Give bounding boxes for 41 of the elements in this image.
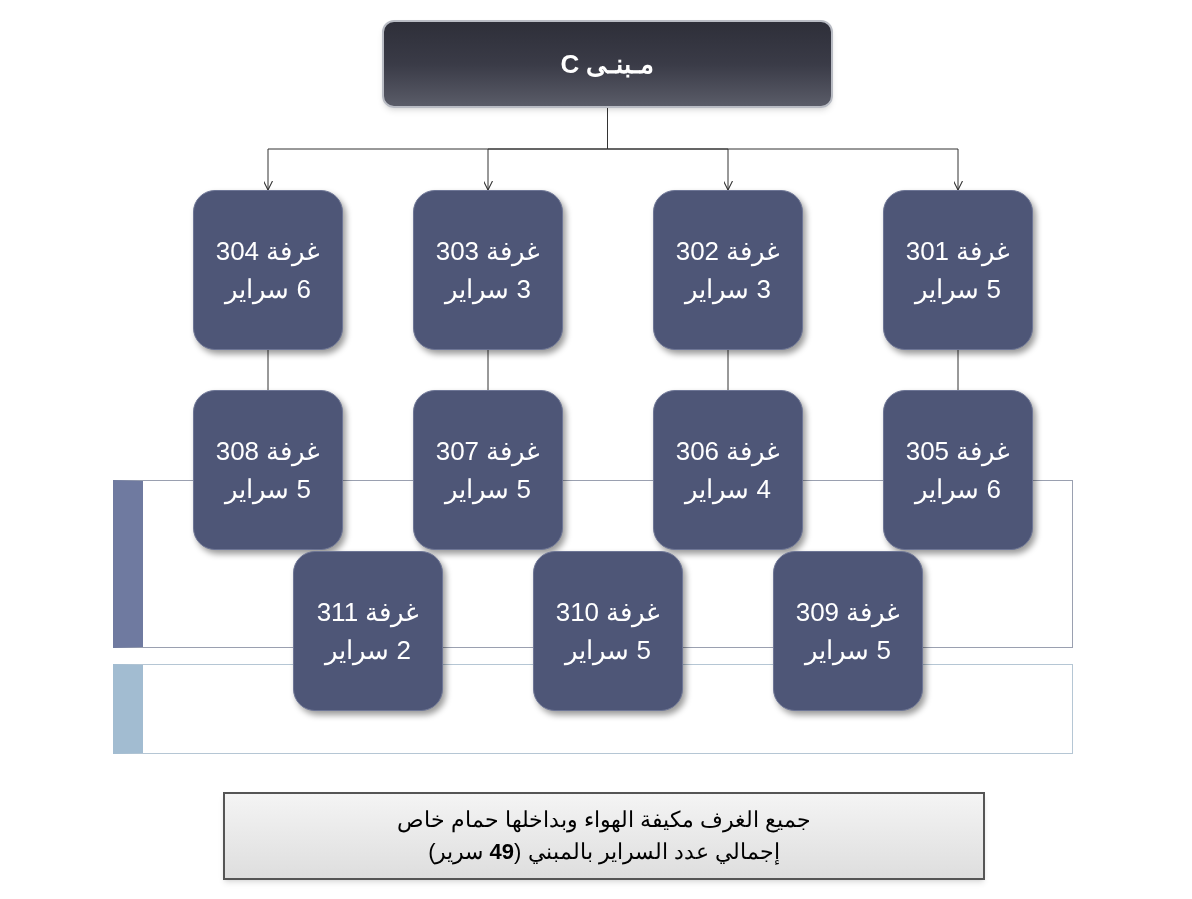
room-box <box>413 390 563 550</box>
bed-count: 3 سراير <box>445 273 531 307</box>
building-title: مـبنـى C <box>560 47 655 81</box>
bed-count: 5 سراير <box>565 634 651 668</box>
bed-count: 4 سراير <box>685 473 771 507</box>
room-number: غرفة 304 <box>215 235 321 269</box>
bed-count: 3 سراير <box>685 273 771 307</box>
room-number: غرفة 310 <box>555 596 661 630</box>
title-box <box>382 20 833 108</box>
connector-line <box>957 349 959 391</box>
room-number: غرفة 301 <box>905 235 1011 269</box>
note-text: جميع الغرف مكيفة الهواء وبداخلها حمام خاص <box>396 806 812 835</box>
room-number: غرفة 307 <box>435 435 541 469</box>
room-number: غرفة 302 <box>675 235 781 269</box>
room-box <box>883 390 1033 550</box>
connector-line <box>727 349 729 391</box>
room-box <box>883 190 1033 350</box>
room-box <box>653 190 803 350</box>
note-box <box>223 792 985 880</box>
room-number: غرفة 309 <box>795 596 901 630</box>
room-number: غرفة 308 <box>215 435 321 469</box>
room-number: غرفة 305 <box>905 435 1011 469</box>
bed-count: 5 سراير <box>225 473 311 507</box>
bed-count: 6 سراير <box>225 273 311 307</box>
room-number: غرفة 303 <box>435 235 541 269</box>
room-box <box>193 190 343 350</box>
bed-count: 6 سراير <box>915 473 1001 507</box>
connector-line <box>267 349 269 391</box>
bed-count: 2 سراير <box>325 634 411 668</box>
room-box <box>653 390 803 550</box>
room-box <box>293 551 443 711</box>
room-number: غرفة 306 <box>675 435 781 469</box>
room-box <box>773 551 923 711</box>
bed-count: 5 سراير <box>915 273 1001 307</box>
connector-line <box>487 349 489 391</box>
room-number: غرفة 311 <box>316 596 420 630</box>
room-box <box>533 551 683 711</box>
room-box <box>193 390 343 550</box>
room-box <box>413 190 563 350</box>
bed-count: 5 سراير <box>445 473 531 507</box>
bed-count: 5 سراير <box>805 634 891 668</box>
